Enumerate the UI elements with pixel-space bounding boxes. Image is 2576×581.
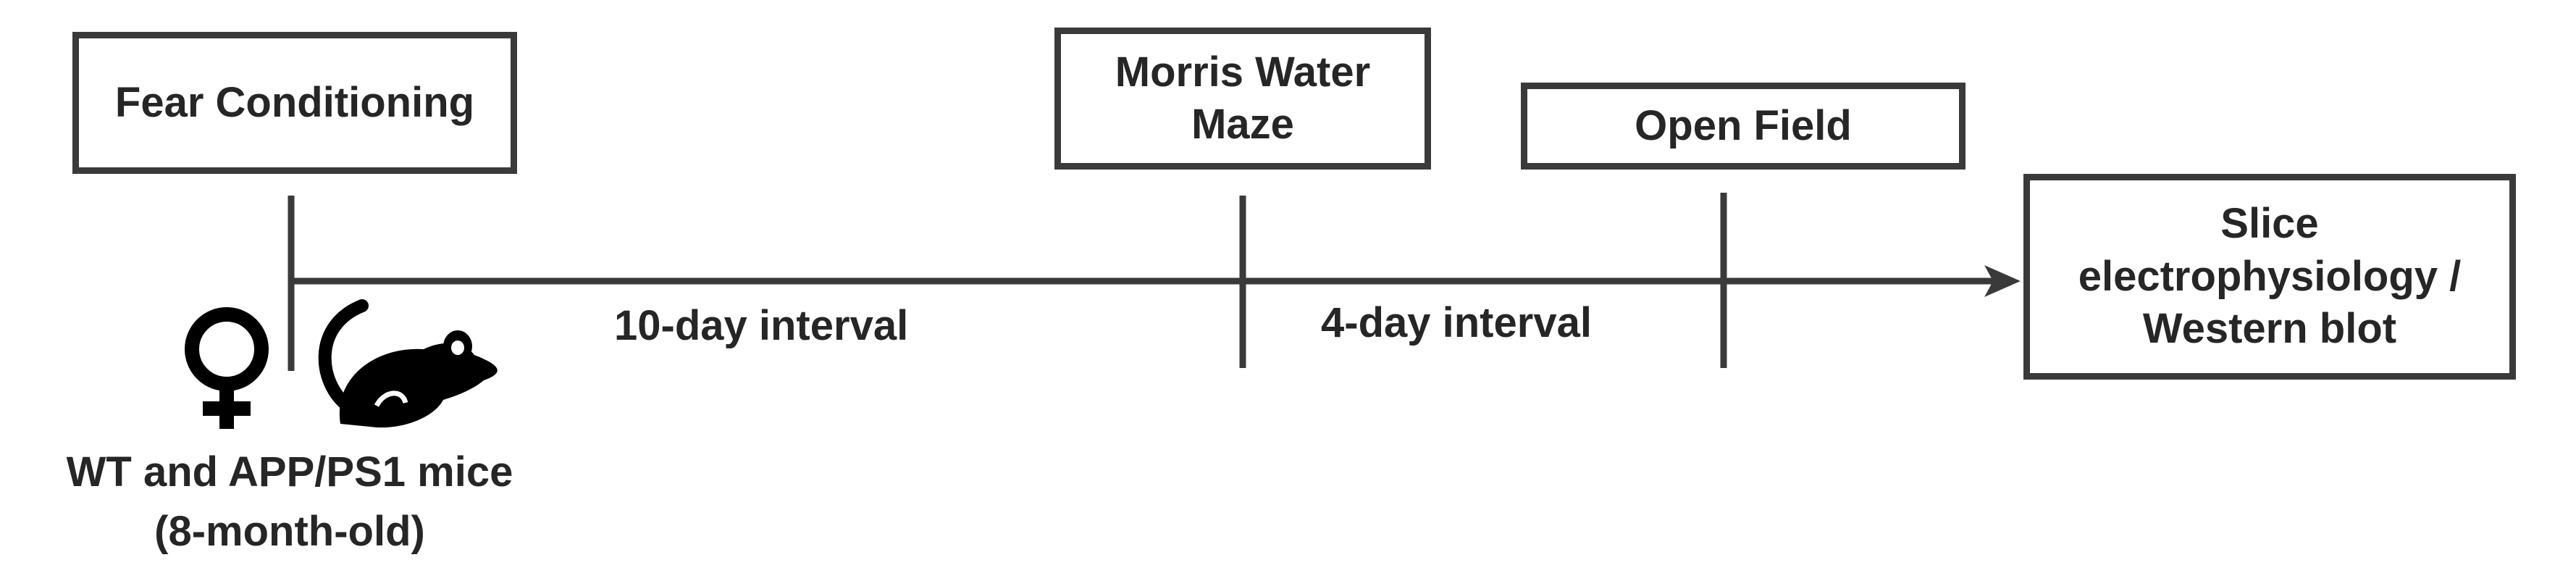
interval-label-second: 4-day interval	[1321, 299, 1592, 346]
interval-label-first: 10-day interval	[614, 302, 909, 349]
mouse-icon	[318, 299, 498, 428]
stage-label-open-field: Open Field	[1635, 101, 1852, 149]
stage-label-morris-water-maze: Morris Water Maze	[1115, 48, 1371, 149]
stage-label-endpoint: Slice electrophysiology / Western blot	[2078, 200, 2462, 353]
subject-label-line1: WT and APP/PS1 mice	[66, 448, 513, 496]
stage-box-morris-water-maze: Morris Water Maze	[1054, 28, 1431, 170]
stage-label-fear-conditioning: Fear Conditioning	[114, 78, 475, 126]
female-symbol-icon	[185, 307, 269, 429]
stage-box-endpoint: Slice electrophysiology / Western blot	[2023, 174, 2516, 380]
subject-label-line2: (8-month-old)	[154, 508, 425, 555]
stage-box-open-field: Open Field	[1521, 83, 1965, 170]
stage-box-fear-conditioning: Fear Conditioning	[72, 32, 517, 174]
timeline-arrowhead	[1984, 265, 2021, 297]
